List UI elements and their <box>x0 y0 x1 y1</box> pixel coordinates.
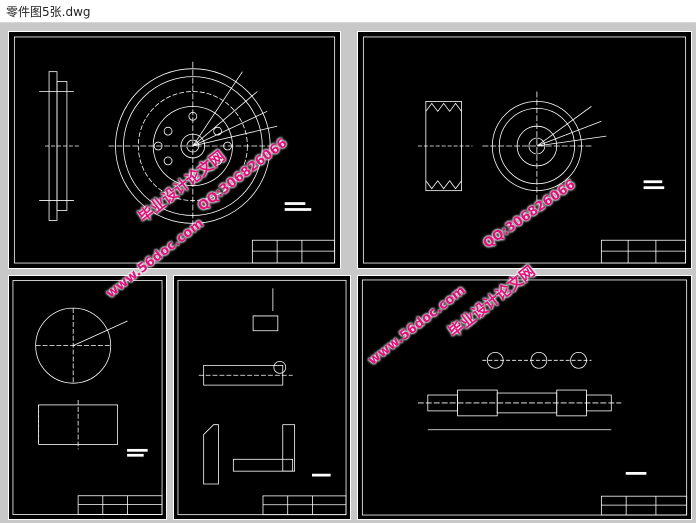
drawing-sheet-cylinder[interactable] <box>8 275 167 520</box>
drawing-canvas[interactable]: 毕业设计论文网 QQ:306826066 www.56doc.com QQ:30… <box>0 23 696 523</box>
window-title: 零件图5张.dwg <box>6 5 91 19</box>
cylinder-drawing <box>12 280 163 515</box>
drawing-sheet-shaft-parts[interactable] <box>173 275 351 520</box>
drawing-sheet-pulley[interactable] <box>357 31 692 269</box>
window-titlebar: 零件图5张.dwg <box>0 0 696 23</box>
pulley-drawing <box>362 36 687 264</box>
drawing-sheet-stepped-shaft[interactable] <box>357 275 692 520</box>
shaft-parts-drawing <box>177 279 347 516</box>
stepped-shaft-drawing <box>361 279 688 516</box>
drawing-sheet-gear-disc[interactable] <box>8 31 341 269</box>
gear-disc-drawing <box>13 36 336 264</box>
